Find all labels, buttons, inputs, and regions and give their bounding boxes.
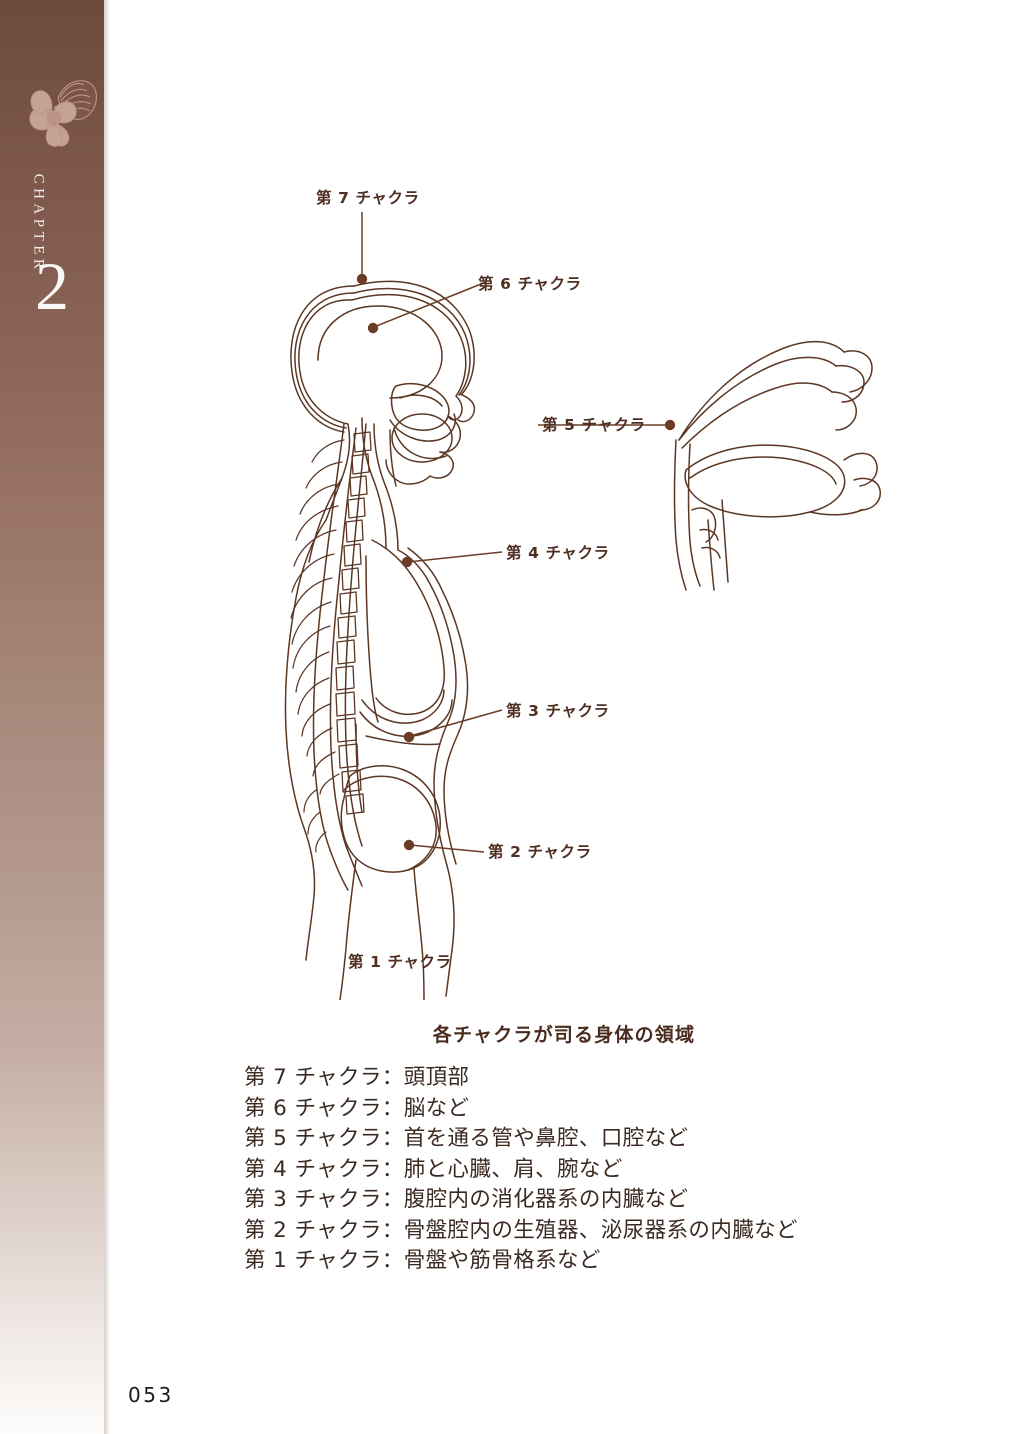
list-heading: 各チャクラが司る身体の領域 — [432, 1024, 696, 1046]
list-item: 第 4 チャクラ：肺と心臓、肩、腕など — [244, 1156, 623, 1182]
list-item: 第 1 チャクラ：骨盤や筋骨格系など — [244, 1248, 601, 1273]
list-item: 第 6 チャクラ：脳など — [244, 1095, 470, 1121]
sidebar-edge-shadow — [104, 0, 110, 1434]
chakra-label-4: 第 4 チャクラ — [506, 544, 610, 562]
chakra-label-7: 第 7 チャクラ — [316, 189, 420, 207]
chakra-label-1: 第 1 チャクラ — [348, 953, 452, 971]
chakra-label-5: 第 5 チャクラ — [542, 416, 646, 434]
list-item: 第 3 チャクラ：腹腔内の消化器系の内臓など — [244, 1187, 689, 1212]
page-content: 第 7 チャクラ 第 6 チャクラ 第 5 チャクラ 第 4 チャクラ 第 3 … — [104, 0, 1024, 1434]
chakra-label-6: 第 6 チャクラ — [478, 275, 582, 293]
chakra-point-markers — [356, 273, 676, 851]
anatomy-diagram-svg — [284, 212, 881, 1000]
chakra-anatomy-figure: 第 7 チャクラ 第 6 チャクラ 第 5 チャクラ 第 4 チャクラ 第 3 … — [104, 0, 1024, 1000]
hibiscus-flower-icon — [22, 68, 100, 150]
chapter-number: 2 — [35, 248, 69, 324]
chakra-region-list: 第 7 チャクラ：頭頂部 第 6 チャクラ：脳など 第 5 チャクラ：首を通る管… — [104, 1063, 1024, 1277]
leader-lines — [361, 212, 672, 853]
body-text-block: 各チャクラが司る身体の領域 第 7 チャクラ：頭頂部 第 6 チャクラ：脳など … — [104, 1020, 1024, 1277]
list-item: 第 7 チャクラ：頭頂部 — [244, 1065, 470, 1090]
page-number: 053 — [128, 1383, 174, 1407]
chakra-label-3: 第 3 チャクラ — [506, 702, 610, 720]
list-item: 第 5 チャクラ：首を通る管や鼻腔、口腔など — [244, 1126, 689, 1151]
throat-inset-drawing — [673, 340, 881, 591]
chakra-label-2: 第 2 チャクラ — [488, 843, 592, 861]
chapter-sidebar: CHAPTER 2 — [0, 0, 104, 1434]
list-item: 第 2 チャクラ：骨盤腔内の生殖器、泌尿器系の内臓など — [244, 1217, 798, 1243]
